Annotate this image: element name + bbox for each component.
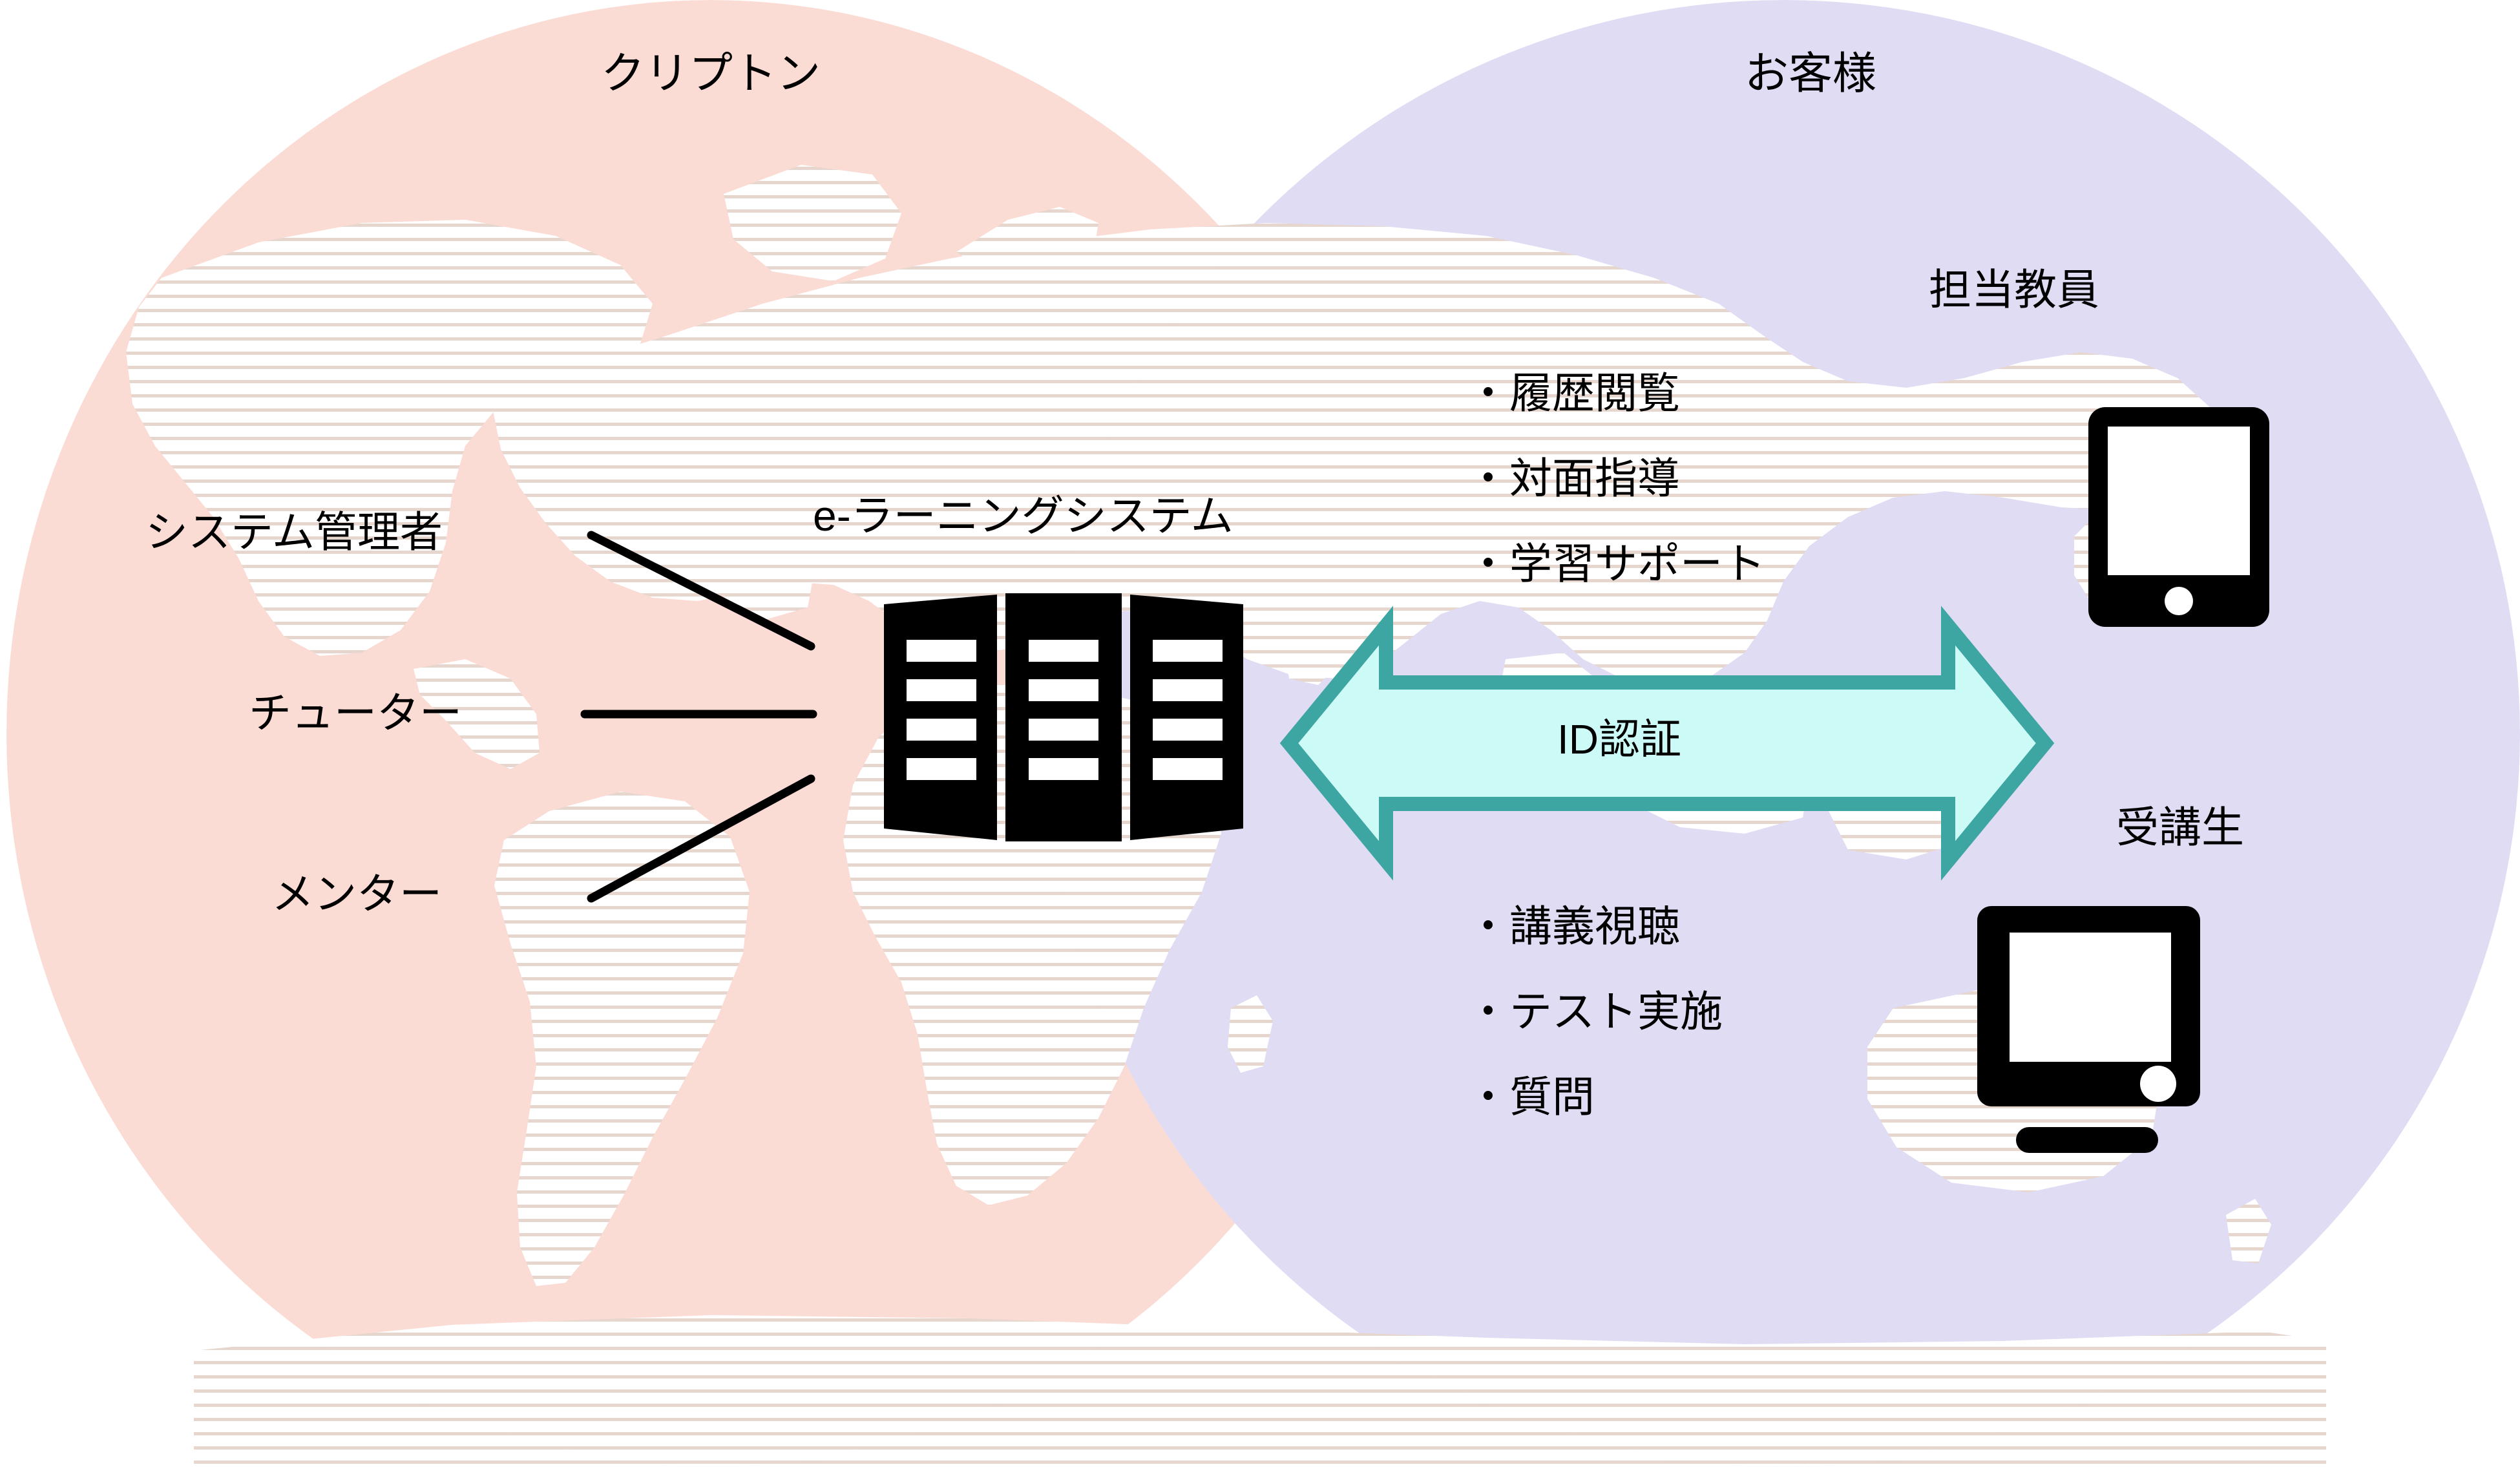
tablet-icon — [2088, 407, 2269, 627]
student-activity-list: ・講義視聴 ・テスト実施 ・質問 — [1467, 892, 1723, 1124]
role-connector-lines — [580, 531, 817, 903]
role-label-system-admin: システム管理者 — [145, 508, 443, 556]
teacher-activity-list: ・履歴閲覧 ・対面指導 ・学習サポート — [1467, 359, 1765, 591]
actor-label-student: 受講生 — [2116, 803, 2244, 851]
id-auth-arrow — [1279, 606, 2055, 881]
elearning-system-label: e-ラーニングシステム — [813, 492, 1234, 540]
student-activity-item: ・テスト実施 — [1467, 987, 1723, 1035]
connector-line-admin — [587, 531, 815, 651]
role-label-tutor: チューター — [249, 689, 462, 737]
left-zone-circle — [6, 0, 1415, 1467]
actor-label-teacher: 担当教員 — [1929, 266, 2099, 313]
connector-line-mentor — [587, 774, 815, 903]
left-zone-title: クリプトン — [601, 49, 821, 98]
role-label-mentor: メンター — [271, 870, 442, 918]
id-auth-label: ID認証 — [1557, 716, 1681, 763]
teacher-activity-item: ・履歴閲覧 — [1467, 369, 1680, 417]
server-rack-icon — [884, 593, 1243, 841]
teacher-activity-item: ・学習サポート — [1467, 540, 1765, 587]
teacher-activity-item: ・対面指導 — [1467, 454, 1680, 502]
right-zone-title: お客様 — [1745, 49, 1877, 98]
student-activity-item: ・質問 — [1467, 1073, 1595, 1121]
monitor-icon — [1977, 906, 2200, 1153]
student-activity-item: ・講義視聴 — [1467, 902, 1680, 950]
